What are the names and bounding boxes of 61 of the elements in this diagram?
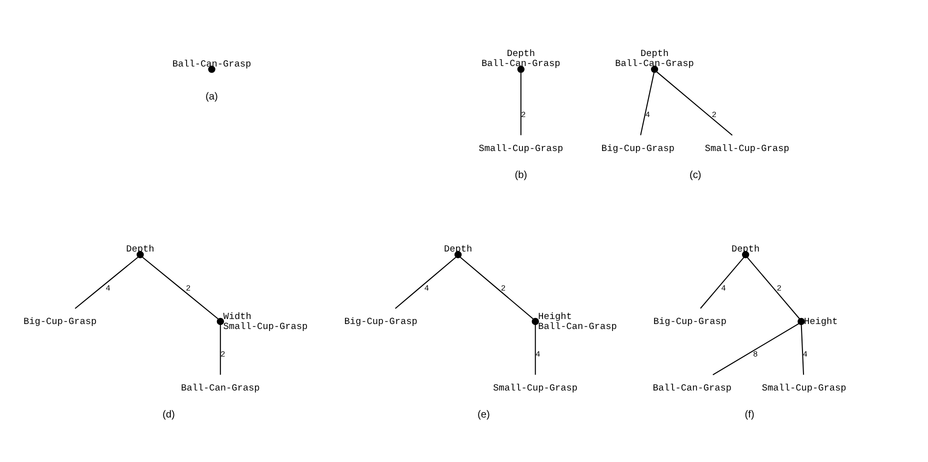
- connector: [142, 256, 218, 319]
- label: (b): [514, 170, 527, 181]
- node-circle: [136, 250, 144, 258]
- node-text: Big-Cup-Grasp: [344, 315, 417, 326]
- node-text: Ball-Can-Grasp: [180, 382, 260, 393]
- connector: [700, 256, 744, 308]
- edge-label: 4: [720, 284, 726, 293]
- edge-label: 4: [802, 350, 808, 360]
- node-text: Small-Cup-Grasp: [492, 382, 578, 393]
- connector: [800, 324, 804, 374]
- node-circle: [216, 317, 224, 325]
- node-text: Ball-Can-Grasp: [652, 382, 732, 393]
- node-label: Small-Cup-Grasp: [222, 320, 308, 332]
- label: (c): [688, 170, 701, 181]
- connector: [459, 256, 534, 319]
- node-label: Height: [538, 310, 572, 322]
- label: (e): [477, 409, 490, 420]
- node-circle: [454, 250, 462, 258]
- node-circle: [797, 317, 804, 325]
- edge-label: 8: [752, 350, 758, 360]
- connector: [640, 72, 654, 135]
- node-label: Ball-Can-Grasp: [538, 320, 616, 332]
- edge-label: 4: [644, 110, 650, 120]
- node-label: Depth: [126, 243, 154, 254]
- edge-label: 4: [424, 284, 429, 293]
- node-label: Depth: [444, 243, 472, 254]
- edge-label: 2: [520, 110, 526, 120]
- node-text: Small-Cup-Grasp: [761, 382, 846, 393]
- node-label: Ball-Can-Grasp: [172, 58, 251, 69]
- connector: [520, 72, 521, 135]
- edge-label: 2: [500, 284, 506, 293]
- node-circle: [531, 317, 538, 325]
- node-label: Depth: [640, 47, 668, 58]
- node-label: Ball-Can-Grasp: [614, 57, 694, 68]
- node-text: Big-Cup-Grasp: [652, 315, 726, 326]
- connector: [219, 324, 220, 374]
- edge-label: 2: [185, 284, 190, 293]
- edge-label: 2: [220, 350, 225, 360]
- connector: [746, 256, 800, 318]
- node-text: Big-Cup-Grasp: [600, 142, 674, 154]
- node-circle: [741, 250, 749, 258]
- connector: [74, 256, 138, 308]
- connector: [712, 322, 798, 375]
- node-text: Big-Cup-Grasp: [22, 315, 96, 326]
- label: (a): [205, 90, 218, 102]
- edge-label: 4: [535, 350, 540, 360]
- edge-label: 2: [711, 110, 716, 120]
- label: (d): [162, 409, 174, 420]
- node-label: Height: [804, 315, 838, 326]
- edge-label: 2: [776, 284, 782, 293]
- node-label: Depth: [506, 47, 534, 58]
- node-label: Depth: [731, 243, 760, 254]
- connector: [656, 71, 732, 136]
- connector: [394, 256, 456, 308]
- edge-label: 4: [105, 284, 110, 293]
- node-text: Small-Cup-Grasp: [704, 142, 789, 154]
- node-label: Width: [222, 310, 251, 322]
- label: (f): [744, 409, 754, 420]
- connector: [534, 324, 536, 374]
- node-label: Ball-Can-Grasp: [481, 57, 560, 68]
- node-text: Small-Cup-Grasp: [478, 142, 563, 154]
